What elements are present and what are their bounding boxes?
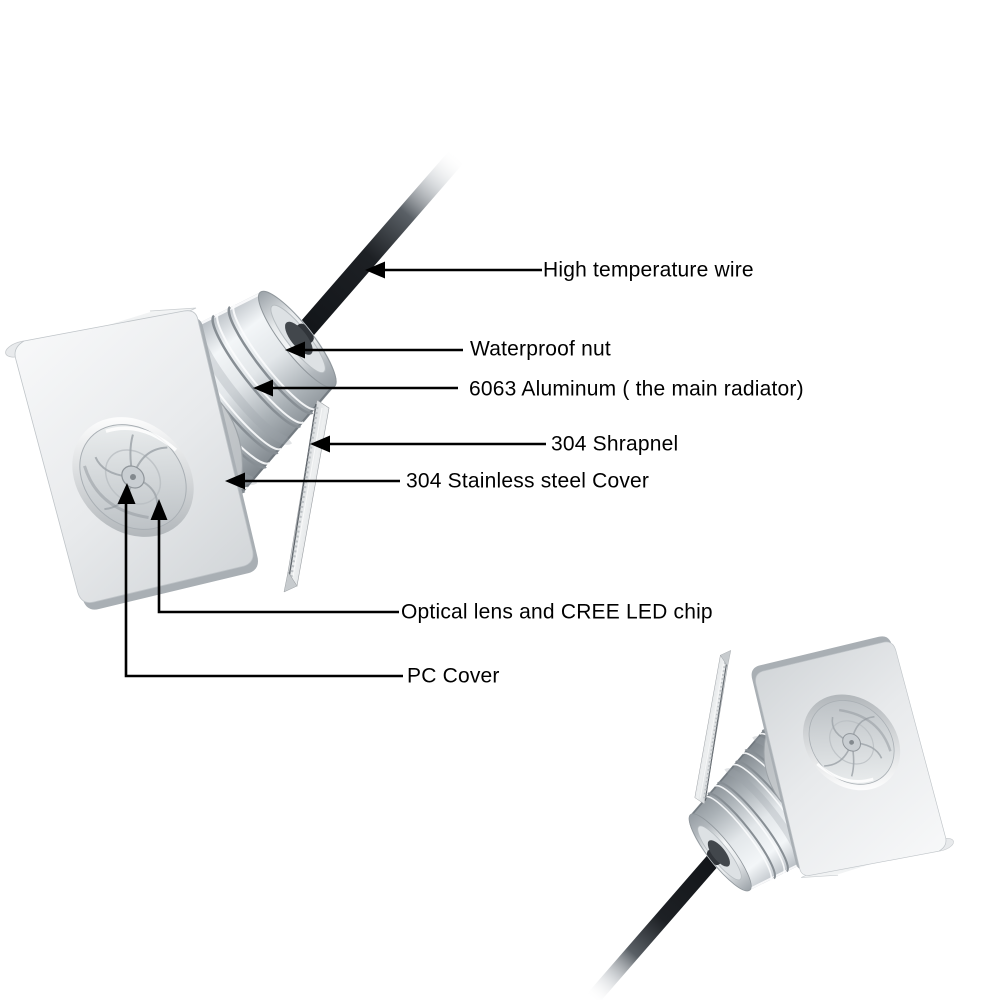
arrowhead-icon <box>150 499 168 520</box>
downlight-secondary-view <box>592 636 956 1000</box>
leader-waterproof-nut <box>285 341 463 359</box>
arrowhead-icon <box>365 261 385 279</box>
callout-labels: High temperature wire Waterproof nut 606… <box>401 259 804 688</box>
leader-optical-lens-led-chip <box>150 499 399 614</box>
leader-high-temperature-wire <box>365 261 542 279</box>
callout-label-pc-cover: PC Cover <box>407 665 500 688</box>
leader-shrapnel <box>310 435 546 453</box>
callout-label-aluminum-radiator: 6063 Aluminum ( the main radiator) <box>469 378 804 401</box>
downlight-main-view <box>4 155 458 610</box>
leader-stainless-steel-cover <box>225 472 400 490</box>
callout-label-optical-lens-led-chip: Optical lens and CREE LED chip <box>401 601 713 624</box>
arrowhead-icon <box>285 341 305 359</box>
leader-pc-cover <box>117 483 403 678</box>
arrowhead-icon <box>310 435 330 453</box>
leader-aluminum-radiator <box>253 379 458 397</box>
callout-label-stainless-steel-cover: 304 Stainless steel Cover <box>406 470 649 493</box>
callout-leaders <box>117 261 546 678</box>
arrowhead-icon <box>117 483 136 504</box>
arrowhead-icon <box>253 379 273 397</box>
callout-label-high-temperature-wire: High temperature wire <box>543 259 754 282</box>
callout-label-shrapnel: 304 Shrapnel <box>551 433 678 456</box>
callout-label-waterproof-nut: Waterproof nut <box>470 338 611 361</box>
arrowhead-icon <box>225 472 245 490</box>
